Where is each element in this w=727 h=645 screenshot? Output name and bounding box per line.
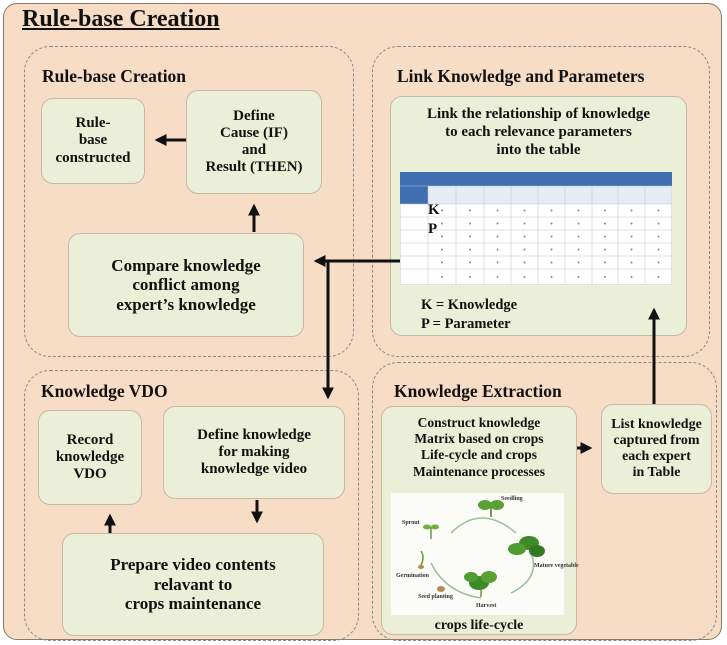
lifecycle-label-harvest: Harvest — [476, 603, 497, 609]
define-knowledge-video-box: Define knowledge for making knowledge vi… — [163, 406, 345, 499]
mature-vegetable-icon — [508, 536, 545, 557]
list-knowledge-box: List knowledge captured from each expert… — [601, 404, 712, 494]
germination-icon — [418, 550, 424, 569]
section-title-knowledge-vdo: Knowledge VDO — [41, 381, 168, 401]
section-link-knowledge — [372, 46, 710, 357]
legend-parameter: P = Parameter — [421, 316, 511, 332]
knowledge-parameter-table — [400, 172, 672, 285]
compare-knowledge-box: Compare knowledge conflict among expert’… — [68, 233, 304, 337]
main-title: Rule-base Creation — [22, 6, 220, 32]
sprout-plant-icon — [423, 524, 439, 539]
table-cells — [441, 209, 660, 278]
section-title-knowledge-extraction: Knowledge Extraction — [394, 381, 562, 401]
seed-planting-icon — [437, 586, 445, 592]
define-cause-result-box: Define Cause (IF) and Result (THEN) — [186, 90, 322, 194]
lifecycle-label-sprout: Sprout — [402, 520, 420, 526]
rule-base-constructed-box: Rule- base constructed — [41, 98, 145, 184]
lifecycle-label-mature: Mature vegetable — [534, 563, 579, 569]
seedling-plant-icon — [478, 500, 504, 517]
section-title-link-knowledge: Link Knowledge and Parameters — [397, 66, 645, 86]
crops-lifecycle-image — [391, 493, 564, 615]
link-knowledge-text: Link the relationship of knowledge to ea… — [426, 106, 651, 158]
lifecycle-label-seedling: Seedling — [501, 496, 523, 502]
construct-knowledge-text: Construct knowledge Matrix based on crop… — [412, 415, 546, 479]
p-marker: P — [428, 221, 438, 237]
crops-lifecycle-caption: crops life-cycle — [434, 618, 524, 633]
k-marker: K — [428, 202, 440, 218]
section-knowledge-extraction — [372, 362, 717, 641]
section-title-rule-base: Rule-base Creation — [42, 66, 187, 86]
harvest-plant-icon — [464, 571, 497, 597]
table-grid — [400, 185, 672, 285]
prepare-video-contents-box: Prepare video contents relavant to crops… — [62, 533, 324, 636]
lifecycle-label-seed-planting: Seed planting — [418, 594, 453, 600]
legend-knowledge: K = Knowledge — [421, 297, 518, 313]
lifecycle-label-germination: Germination — [396, 573, 429, 579]
section-rule-base — [24, 46, 354, 357]
section-knowledge-vdo — [24, 370, 359, 641]
record-knowledge-vdo-box: Record knowledge VDO — [38, 410, 142, 505]
